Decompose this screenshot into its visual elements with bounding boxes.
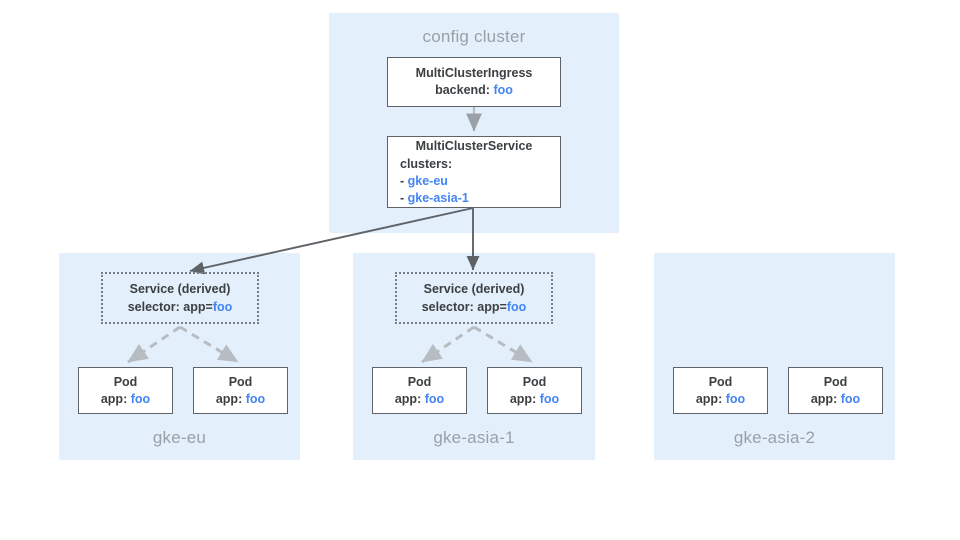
node-derived-service-gke-asia-1[interactable]: Service (derived) selector: app=foo bbox=[395, 272, 553, 324]
pod-gke-asia-2-1-app-label: app: bbox=[695, 391, 723, 406]
pod-gke-asia-1-2-app-value: foo bbox=[539, 391, 560, 406]
node-pod-gke-asia-2-2[interactable]: Pod app: foo bbox=[788, 367, 883, 414]
multiclusteringress-backend-value: foo bbox=[493, 83, 513, 97]
panel-cluster-gke-asia-1-label: gke-asia-1 bbox=[433, 428, 515, 447]
pod-gke-asia-1-2-app: app: foo bbox=[488, 391, 581, 408]
panel-cluster-gke-eu-label: gke-eu bbox=[152, 428, 207, 447]
multiclusterservice-member-1: - gke-asia-1 bbox=[388, 190, 560, 207]
node-pod-gke-asia-1-1[interactable]: Pod app: foo bbox=[372, 367, 467, 414]
node-pod-gke-eu-2[interactable]: Pod app: foo bbox=[193, 367, 288, 414]
multiclusterservice-kind: MultiClusterService bbox=[415, 138, 533, 153]
node-multiclusteringress[interactable]: MultiClusterIngress backend: foo bbox=[387, 57, 561, 107]
pod-gke-asia-2-2-title: Pod bbox=[823, 374, 848, 389]
node-multiclusterservice[interactable]: MultiClusterService clusters: - gke-eu -… bbox=[387, 136, 561, 208]
multiclusteringress-backend-label: backend: bbox=[435, 83, 490, 97]
pod-gke-eu-2-title: Pod bbox=[228, 374, 253, 389]
pod-gke-eu-2-app-value: foo bbox=[245, 391, 266, 406]
panel-cluster-gke-asia-2: gke-asia-2 bbox=[654, 253, 895, 460]
node-pod-gke-eu-1[interactable]: Pod app: foo bbox=[78, 367, 173, 414]
multiclusterservice-member-0: - gke-eu bbox=[388, 173, 560, 190]
multiclusteringress-kind: MultiClusterIngress bbox=[415, 66, 533, 80]
pod-gke-asia-2-2-app-label: app: bbox=[810, 391, 838, 406]
multiclusteringress-backend: backend: foo bbox=[388, 82, 560, 99]
pod-gke-asia-2-1-app: app: foo bbox=[674, 391, 767, 408]
panel-cluster-gke-asia-2-label: gke-asia-2 bbox=[733, 428, 816, 447]
pod-gke-asia-2-1-title: Pod bbox=[708, 374, 733, 389]
derived-service-gke-eu-selector-label: selector: app= bbox=[127, 300, 213, 314]
pod-gke-eu-2-app: app: foo bbox=[194, 391, 287, 408]
multiclusterservice-clusters-label: clusters: bbox=[400, 156, 453, 171]
derived-service-gke-asia-1-title: Service (derived) bbox=[423, 282, 525, 296]
derived-service-gke-asia-1-selector: selector: app=foo bbox=[397, 298, 551, 316]
pod-gke-eu-1-app-value: foo bbox=[130, 391, 151, 406]
pod-gke-eu-2-app-label: app: bbox=[215, 391, 243, 406]
derived-service-gke-eu-selector-value: foo bbox=[212, 300, 233, 314]
pod-gke-eu-1-app: app: foo bbox=[79, 391, 172, 408]
pod-gke-asia-1-1-app: app: foo bbox=[373, 391, 466, 408]
derived-service-gke-asia-1-selector-value: foo bbox=[506, 300, 527, 314]
multiclusterservice-member-0-bullet: - bbox=[400, 173, 408, 188]
pod-gke-eu-1-title: Pod bbox=[113, 374, 138, 389]
multiclusterservice-member-1-bullet: - bbox=[400, 190, 408, 205]
panel-cluster-gke-asia-1: gke-asia-1 bbox=[353, 253, 595, 460]
pod-gke-asia-2-2-app-value: foo bbox=[840, 391, 861, 406]
panel-config-cluster-label: config cluster bbox=[422, 27, 526, 46]
derived-service-gke-eu-title: Service (derived) bbox=[129, 282, 231, 296]
pod-gke-eu-1-app-label: app: bbox=[100, 391, 128, 406]
pod-gke-asia-1-1-title: Pod bbox=[407, 374, 432, 389]
pod-gke-asia-1-2-app-label: app: bbox=[509, 391, 537, 406]
pod-gke-asia-2-1-app-value: foo bbox=[725, 391, 746, 406]
pod-gke-asia-1-1-app-label: app: bbox=[394, 391, 422, 406]
node-pod-gke-asia-1-2[interactable]: Pod app: foo bbox=[487, 367, 582, 414]
derived-service-gke-asia-1-selector-label: selector: app= bbox=[421, 300, 507, 314]
pod-gke-asia-2-2-app: app: foo bbox=[789, 391, 882, 408]
pod-gke-asia-1-1-app-value: foo bbox=[424, 391, 445, 406]
node-derived-service-gke-eu[interactable]: Service (derived) selector: app=foo bbox=[101, 272, 259, 324]
node-pod-gke-asia-2-1[interactable]: Pod app: foo bbox=[673, 367, 768, 414]
multiclusterservice-member-0-value: gke-eu bbox=[407, 173, 448, 188]
pod-gke-asia-1-2-title: Pod bbox=[522, 374, 547, 389]
multiclusterservice-member-1-value: gke-asia-1 bbox=[407, 190, 469, 205]
derived-service-gke-eu-selector: selector: app=foo bbox=[103, 298, 257, 316]
